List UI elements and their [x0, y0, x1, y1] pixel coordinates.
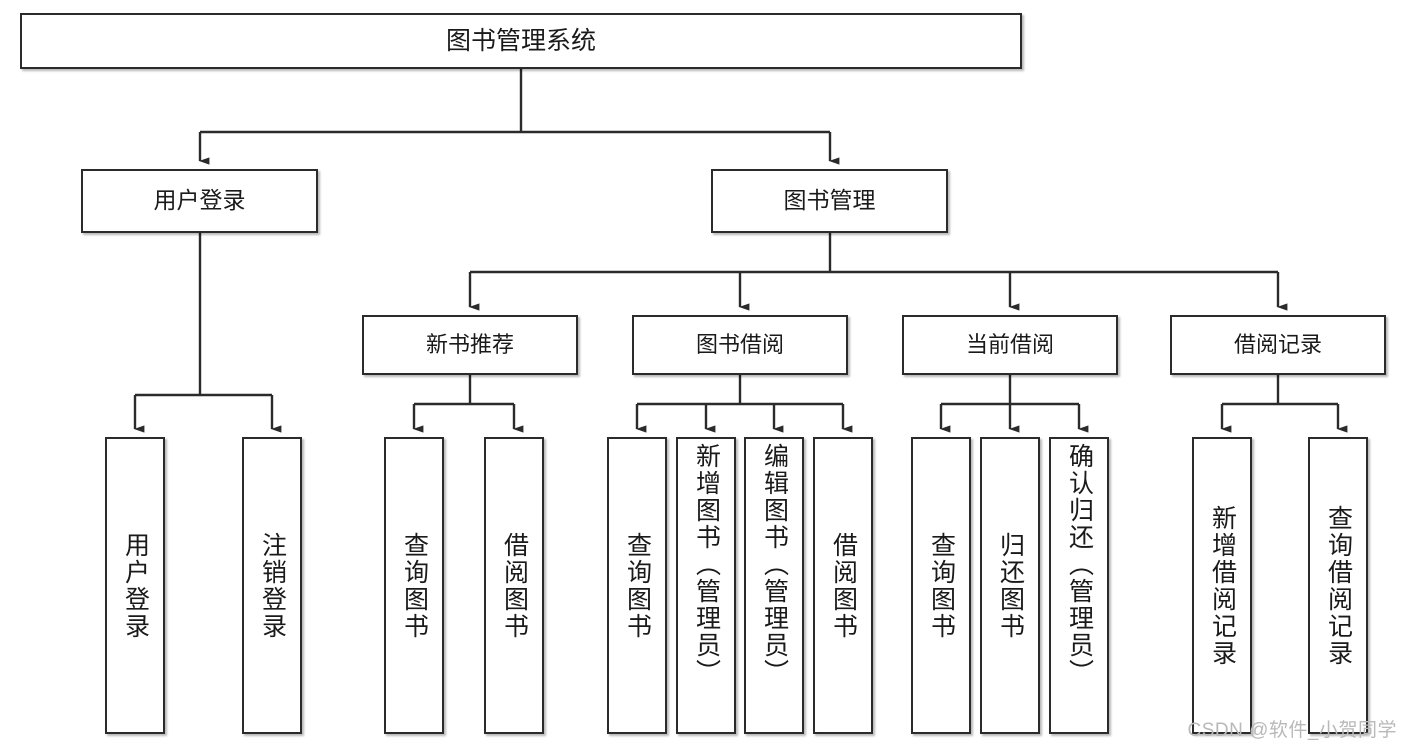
- node-label: 查询借阅记录: [1324, 504, 1353, 667]
- node-label: 查询图书: [927, 531, 956, 640]
- node-leaf-return-book[interactable]: 归还图书: [980, 437, 1040, 734]
- node-label: 借阅图书: [829, 531, 858, 640]
- node-new-book-recommend[interactable]: 新书推荐: [362, 315, 578, 375]
- node-current-borrow[interactable]: 当前借阅: [902, 315, 1118, 375]
- node-leaf-user-login[interactable]: 用户登录: [105, 437, 165, 734]
- node-label: 新增借阅记录: [1208, 504, 1237, 667]
- node-label: 归还图书: [996, 531, 1025, 640]
- node-label: 当前借阅: [965, 331, 1054, 357]
- node-label: 编辑图书（管理员）: [760, 443, 789, 686]
- node-label: 图书管理: [783, 187, 876, 214]
- node-user-login[interactable]: 用户登录: [81, 169, 318, 233]
- node-leaf-query-book-bb[interactable]: 查询图书: [607, 437, 667, 734]
- node-label: 借阅图书: [500, 531, 529, 640]
- node-label: 查询图书: [400, 531, 429, 640]
- csdn-watermark: CSDN @软件_小贺同学: [1187, 720, 1397, 741]
- node-leaf-query-book-nb[interactable]: 查询图书: [384, 437, 444, 734]
- node-leaf-edit-book-admin[interactable]: 编辑图书（管理员）: [744, 437, 804, 734]
- node-label: 新书推荐: [425, 331, 514, 357]
- node-label: 新增图书（管理员）: [692, 443, 721, 686]
- node-book-management[interactable]: 图书管理: [711, 169, 948, 233]
- node-label: 用户登录: [121, 531, 150, 640]
- node-leaf-add-borrow-record[interactable]: 新增借阅记录: [1192, 437, 1252, 734]
- node-leaf-add-book-admin[interactable]: 新增图书（管理员）: [676, 437, 736, 734]
- node-label: 查询图书: [623, 531, 652, 640]
- node-leaf-query-borrow-record[interactable]: 查询借阅记录: [1308, 437, 1368, 734]
- node-borrow-record[interactable]: 借阅记录: [1170, 315, 1386, 375]
- node-label: 用户登录: [153, 187, 246, 214]
- node-label: 确认归还（管理员）: [1065, 443, 1094, 686]
- node-leaf-confirm-return-admin[interactable]: 确认归还（管理员）: [1049, 437, 1109, 734]
- node-label: 图书借阅: [695, 331, 784, 357]
- node-label: 注销登录: [258, 531, 287, 640]
- node-leaf-logout[interactable]: 注销登录: [242, 437, 302, 734]
- node-root-system[interactable]: 图书管理系统: [20, 13, 1022, 69]
- node-label: 借阅记录: [1233, 331, 1322, 357]
- node-book-borrow[interactable]: 图书借阅: [632, 315, 848, 375]
- node-leaf-query-book-cb[interactable]: 查询图书: [911, 437, 971, 734]
- node-leaf-borrow-book-nb[interactable]: 借阅图书: [484, 437, 544, 734]
- node-label: 图书管理系统: [445, 27, 596, 55]
- node-leaf-borrow-book-bb[interactable]: 借阅图书: [813, 437, 873, 734]
